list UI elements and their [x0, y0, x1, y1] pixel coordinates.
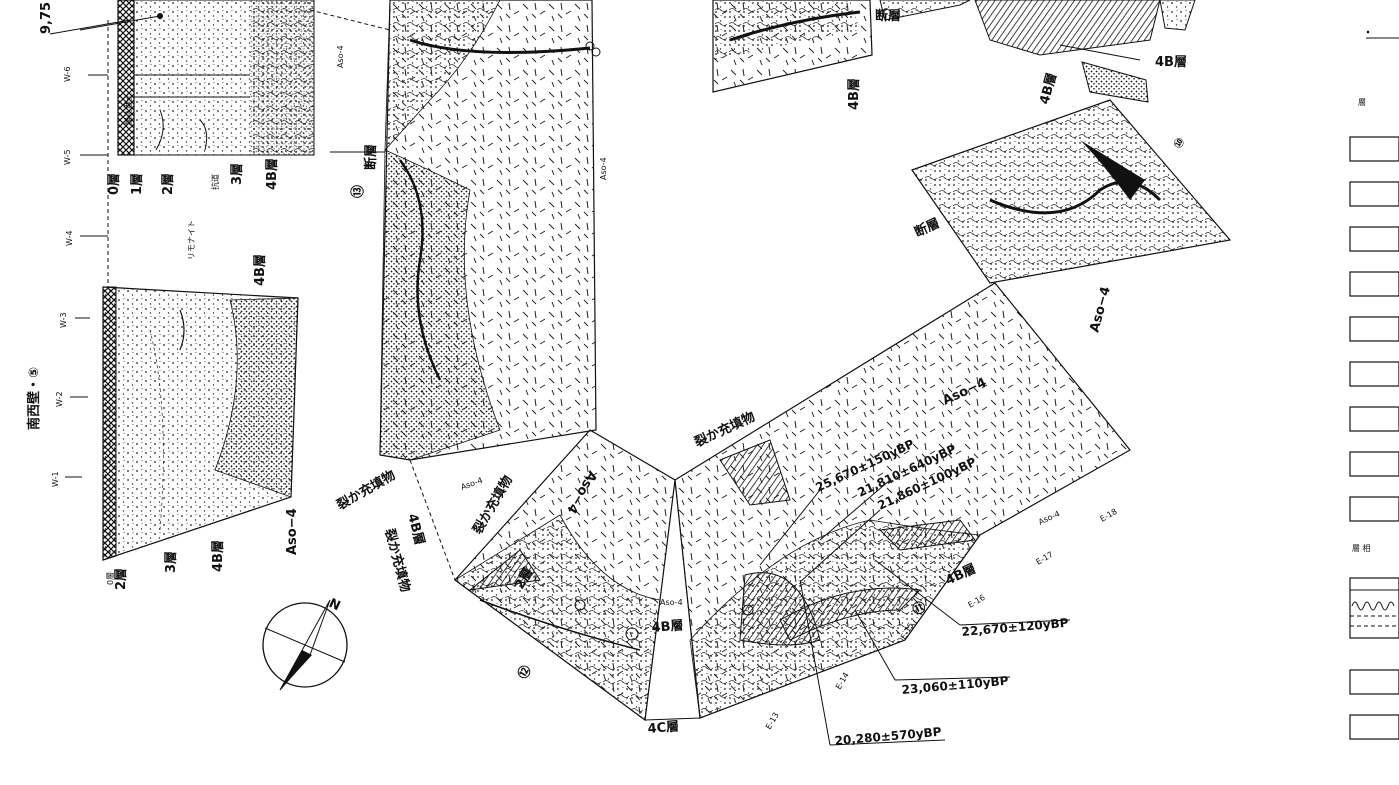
- layer-4b-label-tr3: 4B層: [1155, 55, 1187, 70]
- legend-swatch-6: [1349, 406, 1399, 432]
- legend-swatch-4: [1349, 316, 1399, 342]
- layer-1-label: 1層: [130, 173, 145, 195]
- compass-circle: [262, 602, 348, 688]
- site-number-10: ⑩: [1170, 135, 1188, 152]
- left-upper-panel: [49, 0, 315, 156]
- date-23060: 23,060±110yBP: [901, 674, 1009, 697]
- fissure-label-1: 裂か充填物: [333, 467, 398, 514]
- layer-4b-label-mid: 4B層: [253, 254, 268, 286]
- aso4-small-2: Aso-4: [599, 157, 608, 180]
- wall-marker-w6: W-6: [63, 66, 72, 82]
- left-strip-labels: 0層 1層 2層 3層 4B層 搬込埋土 抗道 4B層 リモナイト 2層 0層 …: [106, 93, 300, 590]
- e-marker-17: E-17: [1035, 550, 1055, 567]
- legend: 層 層 相: [1349, 30, 1399, 740]
- gleyed-label: 抗道: [210, 174, 220, 190]
- legend-swatch-2: [1349, 226, 1399, 252]
- layer-4b-label-tr1: 4B層: [847, 78, 862, 110]
- legend-swatch-1: [1349, 181, 1399, 207]
- panel-13: 断層 ⑬ Aso-4 Aso-4: [309, 0, 608, 461]
- fissure-label-3: 裂か充填物: [381, 526, 414, 594]
- legend-heading-layer: 層: [1358, 98, 1366, 107]
- layer-0-label-bottom: 0層: [106, 572, 115, 585]
- site-number-11: ⑪: [910, 599, 929, 619]
- panel-11: ⑪ 裂か充填物 Aso−4 Aso-4 Aso-4 4B層: [660, 282, 1131, 719]
- legend-swatch-5: [1349, 361, 1399, 387]
- layer-4b-label-center: 4B層: [651, 618, 684, 636]
- legend-swatch-7: [1349, 451, 1399, 477]
- limonite-label: リモナイト: [187, 220, 196, 260]
- legend-swatch-9: [1349, 577, 1399, 639]
- north-arrow: N: [262, 596, 348, 691]
- layer-0-label: 0層: [107, 173, 122, 195]
- aso4-small-1: Aso-4: [336, 45, 345, 68]
- top-right-fragments: 断層 4B層 4B層 4B層: [712, 0, 1196, 110]
- disturb-label: 搬込埋土: [123, 93, 133, 125]
- date-22670: 22,670±120yBP: [961, 616, 1069, 639]
- aso4-label-left: Aso−4: [285, 508, 300, 555]
- wall-marker-w3: W-3: [59, 312, 68, 328]
- aso4-label-p10: Aso−4: [1087, 285, 1114, 334]
- wall-marker-w5: W-5: [63, 149, 72, 165]
- wall-marker-w4: W-4: [65, 230, 74, 246]
- diagram-title: 南西壁・⑤: [26, 367, 42, 430]
- site-number-13: ⑬: [350, 185, 366, 198]
- fault-label-2: 断層: [912, 215, 942, 240]
- left-lower-panel: [102, 286, 299, 561]
- legend-swatch-11: [1349, 714, 1399, 740]
- layer-4b-label-p12: 4B層: [404, 512, 427, 547]
- layer-2-label-bottom: 2層: [114, 568, 129, 590]
- wall-axis: W-6 W-5 W-4 W-3 W-2 W-1: [51, 20, 109, 487]
- e-marker-16: E-16: [967, 593, 987, 610]
- date-20280: 20,280±570yBP: [834, 725, 942, 748]
- aso4-small-3: Aso-4: [460, 476, 484, 492]
- legend-swatch-0: [1349, 136, 1399, 162]
- compass-needle-s: [280, 650, 312, 690]
- compass-north-label: N: [326, 596, 342, 614]
- wall-marker-w2: W-2: [55, 391, 64, 407]
- layer-3-label: 3層: [230, 163, 245, 185]
- legend-swatch-3: [1349, 271, 1399, 297]
- site-number-12: ⑫: [515, 663, 535, 682]
- fault-label-1: 断層: [363, 144, 379, 170]
- fault-label-3: 断層: [875, 8, 901, 24]
- aso4-small-4: Aso-4: [660, 598, 683, 607]
- panel-12: ⑫ 2層 裂か充填物 裂か充填物 裂か充填物 4B層 Aso−4 Aso-4: [333, 429, 676, 722]
- legend-heading-facies: 層 相: [1352, 543, 1371, 553]
- layer-4b-label-tr2: 4B層: [1037, 71, 1060, 106]
- legend-swatch-8: [1349, 496, 1399, 522]
- layer-2-label: 2層: [161, 173, 176, 195]
- layer-4c-label: 4C層: [647, 719, 680, 737]
- e-marker-13: E-13: [764, 711, 781, 731]
- aso4-small-5: Aso-4: [1037, 509, 1061, 527]
- layer-3-label-bottom: 3層: [164, 551, 179, 573]
- layer-4b-label-bottom: 4B層: [211, 540, 226, 572]
- wall-marker-w1: W-1: [51, 471, 60, 487]
- e-marker-18: E-18: [1099, 507, 1119, 524]
- e-marker-14: E-14: [834, 671, 851, 691]
- layer-4b-label-top: 4B層: [265, 158, 280, 190]
- top-left-fragment: 9,75: [39, 2, 54, 34]
- legend-swatch-10: [1349, 669, 1399, 695]
- panel-10: 断層 ⑩ Aso−4: [911, 99, 1232, 334]
